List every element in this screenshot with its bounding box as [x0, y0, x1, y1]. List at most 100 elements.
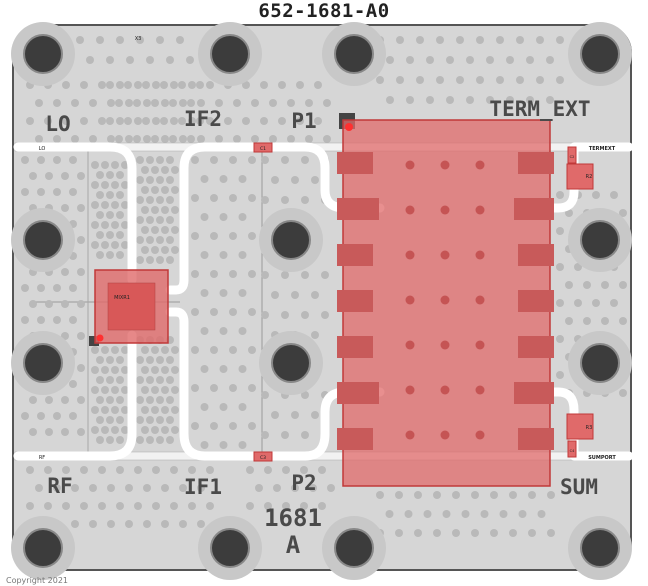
via — [61, 332, 69, 340]
via — [556, 335, 564, 343]
capacitor-c4[interactable]: C4 — [567, 440, 577, 458]
mounting-hole — [11, 516, 75, 580]
via — [281, 431, 289, 439]
via — [406, 96, 414, 104]
via — [91, 386, 99, 394]
via — [91, 201, 99, 209]
via — [271, 291, 279, 299]
via — [77, 236, 85, 244]
via — [134, 81, 142, 89]
via — [53, 412, 61, 420]
via — [206, 502, 214, 510]
via — [376, 491, 384, 499]
via — [264, 502, 272, 510]
via — [151, 226, 159, 234]
via — [166, 256, 174, 264]
via — [101, 181, 109, 189]
via — [516, 36, 524, 44]
via — [248, 156, 256, 164]
via — [37, 284, 45, 292]
via — [136, 156, 144, 164]
via — [255, 484, 263, 492]
via — [476, 36, 484, 44]
capacitor-c2[interactable]: C2 — [567, 146, 577, 164]
via — [619, 389, 627, 397]
via — [116, 251, 124, 259]
via — [156, 416, 164, 424]
via — [124, 117, 132, 125]
via — [116, 36, 124, 44]
via — [171, 226, 179, 234]
via — [101, 201, 109, 209]
part-number-label: 1681 — [264, 504, 322, 532]
via — [161, 406, 169, 414]
via — [116, 211, 124, 219]
via — [141, 426, 149, 434]
via — [238, 213, 247, 221]
via — [556, 371, 564, 379]
via — [261, 431, 269, 439]
ic-u1-thermal-vias — [405, 160, 485, 440]
lo-trace — [13, 142, 137, 285]
via — [281, 196, 289, 204]
lo-port-label: LO — [45, 112, 70, 136]
via — [89, 135, 97, 143]
via — [246, 466, 254, 474]
via — [248, 346, 256, 354]
via — [321, 311, 329, 319]
via — [26, 466, 34, 474]
mixer-mixr1[interactable]: MIXR1 — [89, 269, 169, 346]
via — [106, 396, 114, 404]
via — [134, 466, 142, 474]
via — [456, 36, 464, 44]
via — [156, 236, 164, 244]
capacitor-c1[interactable]: C1 — [253, 142, 273, 153]
via — [134, 117, 142, 125]
c3-label: C3 — [260, 455, 266, 461]
via — [116, 396, 124, 404]
via — [466, 56, 474, 64]
via — [191, 308, 199, 316]
via — [200, 327, 209, 335]
thermal-via — [475, 340, 485, 350]
thermal-via — [475, 295, 485, 305]
c2-label: C2 — [570, 155, 575, 159]
via — [406, 56, 414, 64]
via — [151, 99, 159, 107]
via — [71, 99, 79, 107]
ic-u1-pin1-dot — [345, 123, 353, 131]
via — [619, 209, 627, 217]
via — [238, 441, 247, 449]
via — [200, 403, 209, 411]
via — [106, 416, 114, 424]
via — [141, 366, 149, 374]
via — [210, 384, 218, 392]
via — [200, 441, 209, 449]
via — [21, 284, 29, 292]
via — [248, 270, 256, 278]
via — [261, 196, 269, 204]
via — [111, 346, 119, 354]
mounting-hole — [568, 516, 632, 580]
via — [61, 268, 69, 276]
via — [151, 166, 159, 174]
via — [610, 299, 618, 307]
via — [161, 246, 169, 254]
via — [152, 117, 160, 125]
resistor-r3[interactable]: R3 — [566, 413, 594, 440]
thermal-via — [475, 385, 485, 395]
via — [311, 331, 319, 339]
via — [197, 484, 205, 492]
via — [116, 171, 124, 179]
via — [433, 529, 441, 537]
via — [301, 311, 309, 319]
via — [96, 191, 104, 199]
via — [136, 396, 144, 404]
via — [106, 231, 114, 239]
via — [179, 520, 187, 528]
capacitor-c3[interactable]: C3 — [253, 451, 273, 462]
via — [426, 96, 434, 104]
mounting-hole — [568, 331, 632, 395]
resistor-r2[interactable]: R2 — [566, 163, 594, 190]
via — [141, 186, 149, 194]
